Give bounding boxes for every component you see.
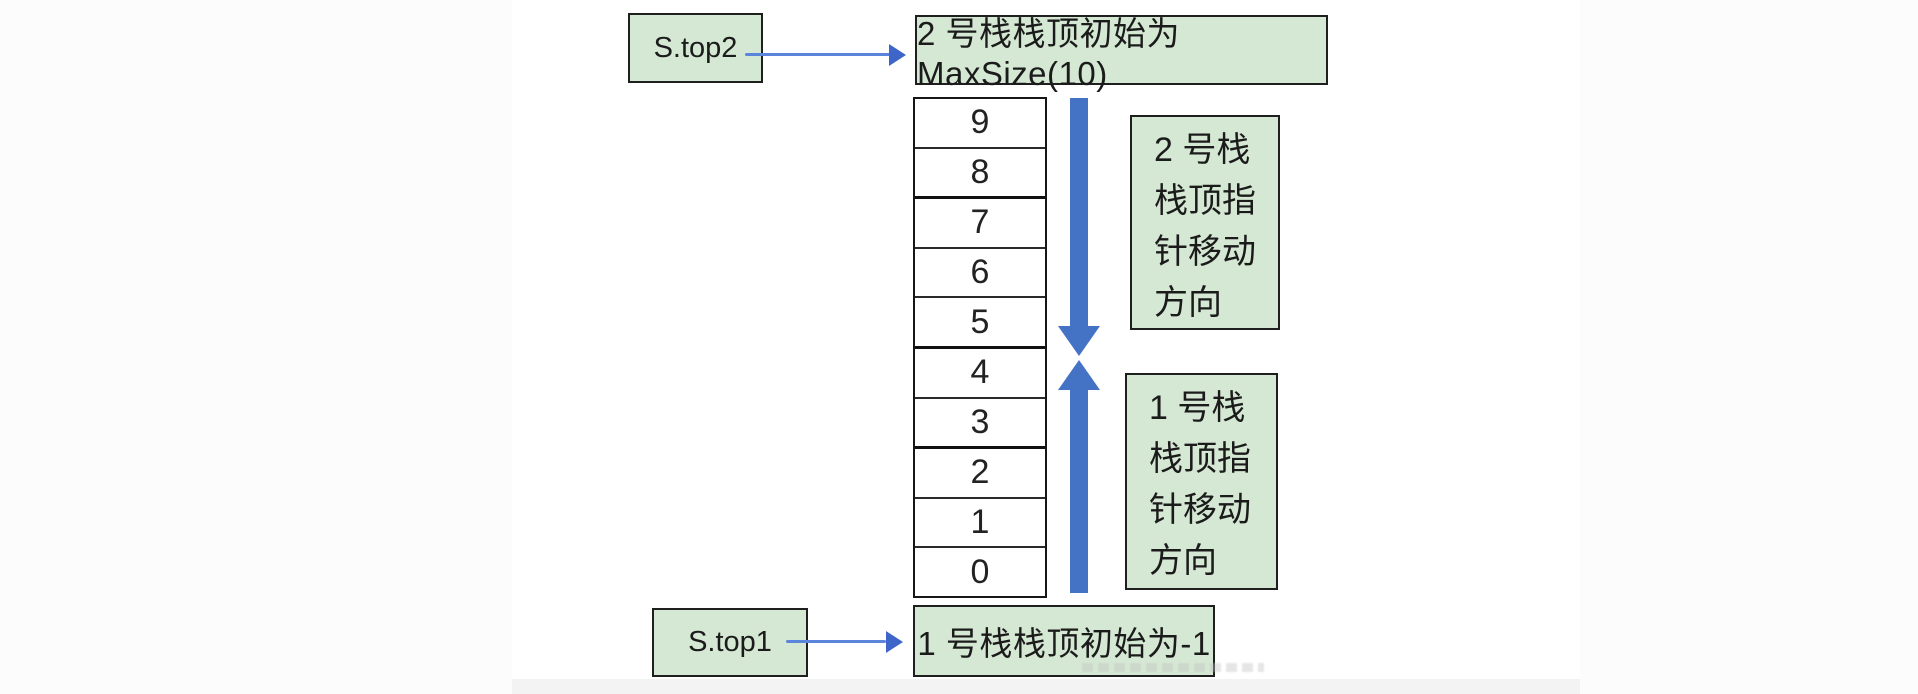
annotation-stack2-init: 2 号栈栈顶初始为 MaxSize(10) [915, 15, 1328, 92]
stack-cell: 0 [970, 552, 990, 591]
annotation-line: 栈顶指 [1154, 182, 1256, 220]
stack-cell: 9 [915, 99, 1045, 149]
annotation-line: 栈顶指 [1149, 440, 1251, 478]
annotation-line: 针移动 [1149, 491, 1251, 529]
arrow-right-icon [889, 44, 906, 66]
watermark [1082, 663, 1264, 672]
annotation-stack2-direction: 2 号栈 栈顶指 针移动 方向 [1130, 115, 1280, 330]
pointer-box-stop2: S.top2 [628, 13, 763, 83]
stack-cell: 3 [915, 399, 1045, 450]
connector-line-top1 [786, 640, 886, 643]
arrow-right-icon [886, 631, 903, 653]
annotation-line: 方向 [1154, 284, 1222, 322]
pointer-box-stop1: S.top1 [652, 608, 808, 677]
stack-cell: 2 [915, 449, 1045, 499]
stack-cell: 1 [915, 499, 1045, 549]
arrow-up-shaft [1070, 390, 1088, 593]
pointer-label-stop1: S.top1 [688, 626, 772, 658]
annotation-line: 方向 [1149, 542, 1217, 580]
stack-cell: 7 [915, 199, 1045, 249]
canvas-bottom-edge [512, 679, 1580, 694]
pointer-label-stop2: S.top2 [653, 31, 738, 64]
annotation-line: 1 号栈 [1149, 389, 1246, 427]
stack-cell: 4 [915, 349, 1045, 399]
annotation-line: 2 号栈 [1154, 131, 1251, 169]
annotation-stack2-init-label: 2 号栈栈顶初始为 MaxSize(10) [917, 15, 1181, 92]
annotation-stack1-init-label: 1 号栈栈顶初始为-1 [917, 625, 1211, 662]
arrow-down-shaft [1070, 98, 1088, 326]
annotation-line: 针移动 [1154, 233, 1256, 271]
arrow-down-icon [1058, 326, 1100, 356]
arrow-up-icon [1058, 360, 1100, 390]
shared-stack-array: 9 8 7 6 5 4 3 2 1 0 [913, 97, 1047, 598]
annotation-stack1-init: 1 号栈栈顶初始为-1 [913, 605, 1215, 677]
stack-cell: 5 [915, 298, 1045, 349]
stack-cell: 6 [915, 249, 1045, 299]
connector-line-top2 [745, 53, 891, 56]
stack-cell: 8 [915, 149, 1045, 200]
annotation-stack1-direction: 1 号栈 栈顶指 针移动 方向 [1125, 373, 1278, 590]
